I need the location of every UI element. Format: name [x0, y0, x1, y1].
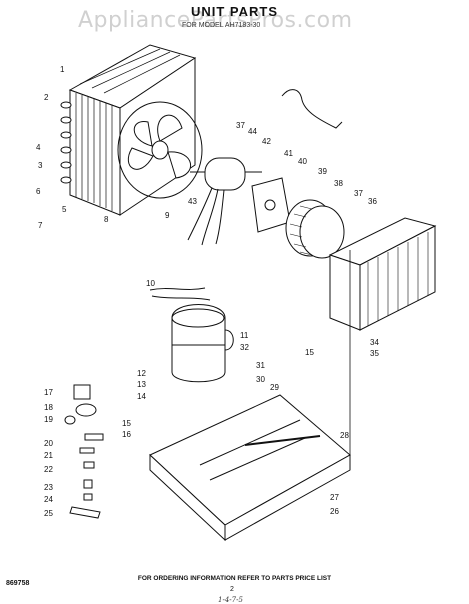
- callout: 19: [44, 415, 53, 424]
- compressor: [171, 304, 234, 383]
- callout: 21: [44, 451, 53, 460]
- callout: 3: [38, 161, 43, 170]
- wire-harness: [149, 287, 211, 301]
- callout: 11: [240, 331, 249, 340]
- callout: 41: [284, 149, 293, 158]
- callout: 40: [298, 157, 307, 166]
- callout: 22: [44, 465, 53, 474]
- callout: 28: [340, 431, 349, 440]
- callout: 17: [44, 388, 53, 397]
- callout-labels: 1 2 3 4 5 6 7 8 9 10 11 12 13 14 15 15 1…: [36, 65, 379, 518]
- callout: 10: [146, 279, 155, 288]
- ordering-note: FOR ORDERING INFORMATION REFER TO PARTS …: [137, 575, 332, 582]
- callout: 7: [38, 221, 43, 230]
- drain-tube: [244, 435, 321, 446]
- callout: 15: [305, 348, 314, 357]
- evaporator-coil: [328, 217, 437, 331]
- callout: 35: [370, 349, 379, 358]
- callout: 27: [330, 493, 339, 502]
- callout: 42: [262, 137, 271, 146]
- motor-bracket: [251, 177, 291, 233]
- model-label: FOR MODEL AH7183-30: [182, 22, 261, 29]
- callout: 43: [188, 197, 197, 206]
- callout: 2: [44, 93, 49, 102]
- callout: 25: [44, 509, 53, 518]
- callout: 14: [137, 392, 146, 401]
- callout: 37: [236, 121, 245, 130]
- callout: 13: [137, 380, 146, 389]
- handwritten-mark: 1-4-7-5: [218, 596, 243, 604]
- callout: 24: [44, 495, 53, 504]
- watermark: AppliancePartsPros.com: [78, 8, 353, 33]
- callout: 38: [334, 179, 343, 188]
- callout: 4: [36, 143, 41, 152]
- diagram-title: UNIT PARTS: [190, 4, 279, 19]
- document-number: 869758: [6, 580, 30, 587]
- callout: 39: [318, 167, 327, 176]
- callout: 44: [248, 127, 257, 136]
- callout: 15: [122, 419, 131, 428]
- page-number: 2: [230, 586, 234, 593]
- fan-motor: [187, 157, 262, 246]
- callout: 30: [256, 375, 265, 384]
- callout: 8: [104, 215, 109, 224]
- callout: 36: [368, 197, 377, 206]
- callout: 6: [36, 187, 41, 196]
- callout: 12: [137, 369, 146, 378]
- callout: 26: [330, 507, 339, 516]
- callout: 9: [165, 211, 170, 220]
- callout: 5: [62, 205, 67, 214]
- callout: 32: [240, 343, 249, 352]
- callout: 23: [44, 483, 53, 492]
- callout: 16: [122, 430, 131, 439]
- callout: 31: [256, 361, 265, 370]
- callout: 37: [354, 189, 363, 198]
- control-parts: [64, 384, 104, 519]
- callout: 20: [44, 439, 53, 448]
- blower-wheel: [285, 199, 345, 259]
- callout: 34: [370, 338, 379, 347]
- base-pan: [149, 394, 351, 542]
- callout: 1: [60, 65, 65, 74]
- callout: 18: [44, 403, 53, 412]
- callout: 29: [270, 383, 279, 392]
- condenser-fan: [117, 101, 203, 199]
- spring-clip: [281, 89, 343, 129]
